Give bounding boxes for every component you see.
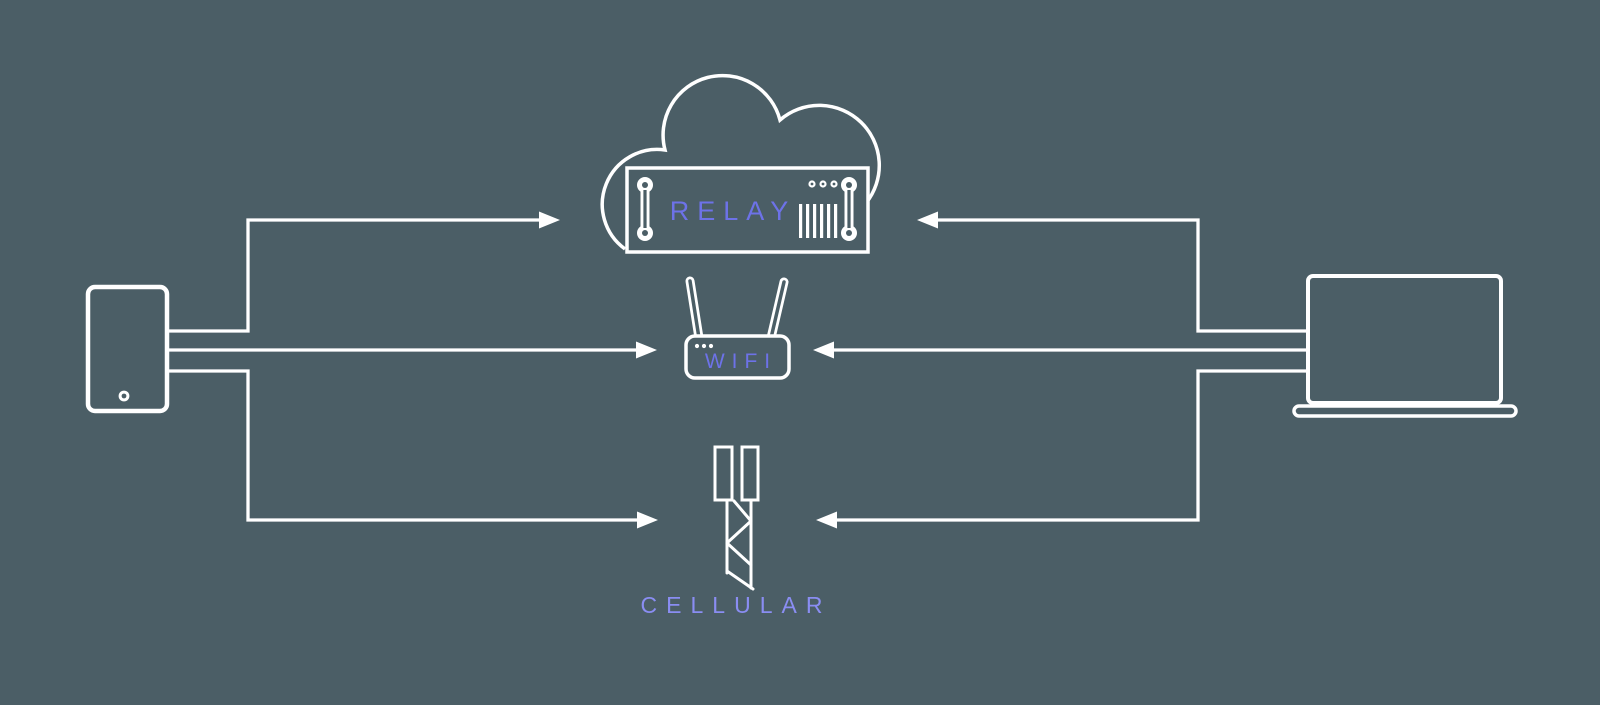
edge-laptop-to-relay	[917, 211, 1308, 333]
edge-line	[835, 369, 1308, 522]
smartphone-icon	[85, 284, 170, 414]
arrowhead-left-icon	[917, 211, 938, 229]
edge-phone-to-cellular	[165, 369, 658, 529]
antenna-right-icon	[766, 277, 789, 343]
arrowhead-right-icon	[637, 511, 658, 529]
cloud-icon	[600, 73, 881, 251]
edge-phone-to-wifi	[165, 341, 657, 359]
relay-label: RELAY	[670, 196, 797, 226]
edge-phone-to-relay	[165, 211, 560, 333]
server-status-dots-icon	[808, 180, 838, 188]
laptop-node	[1292, 274, 1518, 418]
cellular-node: CELLULAR	[641, 445, 832, 618]
router-status-dots-icon	[694, 343, 714, 349]
edge-line	[165, 369, 639, 522]
phone-node	[85, 284, 170, 414]
antenna-left-icon	[685, 276, 704, 343]
arrowhead-right-icon	[636, 341, 657, 359]
edge-laptop-to-wifi	[813, 341, 1308, 359]
edge-line	[936, 218, 1308, 333]
cellular-label: CELLULAR	[641, 592, 832, 618]
edge-laptop-to-cellular	[816, 369, 1308, 529]
laptop-screen-icon	[1306, 274, 1503, 405]
wifi-node: WIFI	[684, 276, 791, 380]
server-vent-bars-icon	[799, 204, 838, 238]
edge-line	[165, 218, 541, 333]
laptop-base-icon	[1292, 404, 1518, 418]
wifi-label: WIFI	[705, 350, 777, 373]
relay-node: RELAY	[600, 73, 881, 254]
arrowhead-left-icon	[816, 511, 837, 529]
cell-tower-icon	[713, 445, 760, 591]
arrowhead-left-icon	[813, 341, 834, 359]
home-button-icon	[118, 390, 130, 402]
arrowhead-right-icon	[539, 211, 560, 229]
